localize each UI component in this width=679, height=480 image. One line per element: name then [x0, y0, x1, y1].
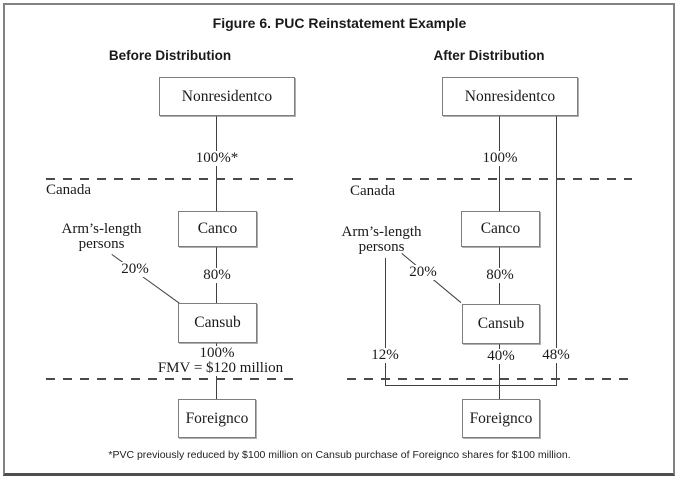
before-canada-label: Canada — [46, 182, 91, 198]
after-pct-nonresidentco-canco: 100% — [475, 151, 525, 166]
before-canada-border-dashed-bottom — [46, 378, 293, 380]
after-arms-length-line1: Arm’s-length — [341, 224, 422, 240]
after-pct-cansub-foreignco: 40% — [477, 349, 525, 364]
before-arms-length-label: Arm’s-length persons — [49, 222, 154, 252]
before-canco-box: Canco — [178, 211, 257, 247]
before-heading: Before Distribution — [108, 48, 232, 63]
figure-title: Figure 6. PUC Reinstatement Example — [212, 15, 467, 31]
before-nonresidentco-box: Nonresidentco — [159, 77, 295, 116]
after-cansub-box: Cansub — [462, 304, 540, 344]
after-line-nonresidentco-foreignco — [556, 114, 557, 386]
before-pct-arms-cansub: 20% — [116, 262, 154, 277]
after-line-arms-length-foreignco — [385, 258, 386, 386]
after-canada-border-dashed-bottom — [347, 378, 630, 380]
before-fmv-label: FMV = $120 million — [150, 361, 291, 376]
before-cansub-box: Cansub — [178, 303, 257, 343]
before-foreignco-box: Foreignco — [178, 399, 256, 438]
after-pct-canco-cansub: 80% — [478, 268, 522, 283]
before-arms-length-line2: persons — [78, 236, 125, 252]
after-canada-label: Canada — [350, 183, 395, 199]
before-pct-canco-cansub: 80% — [195, 268, 239, 283]
after-pct-nonresidentco-foreignco: 48% — [532, 348, 580, 363]
after-nonresidentco-box: Nonresidentco — [442, 77, 578, 116]
after-canada-border-dashed-top — [352, 178, 632, 180]
after-pct-arms-cansub: 20% — [404, 265, 442, 280]
before-pct-cansub-foreignco: 100% — [193, 346, 241, 361]
before-arms-length-line1: Arm’s-length — [61, 221, 142, 237]
after-line-cansub-foreignco — [499, 342, 500, 399]
after-canco-box: Canco — [461, 211, 540, 247]
after-heading: After Distribution — [433, 48, 545, 63]
after-arms-length-label: Arm’s-length persons — [329, 225, 434, 255]
figure-border — [3, 3, 675, 476]
before-pct-nonresidentco-canco: 100%* — [191, 151, 243, 166]
after-arms-length-line2: persons — [358, 239, 405, 255]
after-pct-arms-foreignco: 12% — [361, 348, 409, 363]
after-foreignco-connector-line — [385, 385, 557, 386]
after-foreignco-box: Foreignco — [462, 399, 540, 438]
figure-footnote: *PVC previously reduced by $100 million … — [108, 449, 571, 461]
before-canada-border-dashed-top — [46, 178, 295, 180]
